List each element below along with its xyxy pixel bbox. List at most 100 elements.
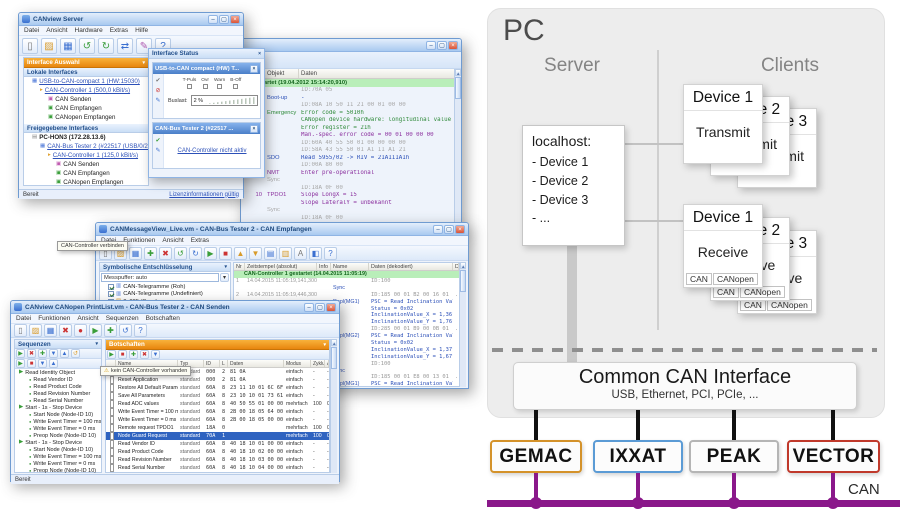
table-row[interactable]: ID:18A 0F 00: [301, 184, 343, 191]
tree-item[interactable]: ▣ CANopen Empfangen: [24, 178, 148, 187]
ok-icon[interactable]: ✔: [155, 138, 161, 144]
toolbar-icon[interactable]: ✖: [27, 349, 36, 358]
table-row[interactable]: CANopen device hardware: longitudinal va…: [301, 117, 461, 123]
scrollbar[interactable]: ▲: [459, 262, 466, 387]
menu-item[interactable]: Datei: [16, 315, 32, 322]
toolbar-icon[interactable]: ▥: [279, 246, 292, 260]
menu-item[interactable]: Botschaften: [145, 315, 180, 322]
panel-header[interactable]: Botschaften▾: [106, 340, 329, 350]
toolbar-icon[interactable]: ▨: [41, 37, 57, 54]
table-row[interactable]: Write Event Timer = 0 ms standard 60A 8 …: [106, 416, 329, 424]
scroll-up-icon[interactable]: ▲: [455, 69, 461, 76]
tree-item[interactable]: ● Start Node (Node-ID 10): [15, 446, 101, 453]
menu-item[interactable]: Funktionen: [123, 237, 156, 244]
toolbar-icon[interactable]: ▲: [49, 359, 58, 368]
checkbox[interactable]: [110, 400, 114, 408]
table-row[interactable]: 10 SDO Read 5955/02 -> RIV = 21A111A1h: [256, 154, 410, 161]
table-header[interactable]: Node-IDObjektDaten: [241, 69, 461, 79]
toolbar-icon[interactable]: ■: [219, 246, 232, 260]
tree-item[interactable]: ▶ Start - 1s - Stop Device: [15, 439, 101, 446]
close-icon[interactable]: ×: [250, 124, 258, 133]
table-row[interactable]: NMT Enter pre-operational: [267, 169, 375, 176]
toolbar-icon[interactable]: ✚: [104, 324, 117, 337]
scroll-thumb[interactable]: [331, 347, 337, 369]
flag-checkbox[interactable]: [233, 84, 239, 89]
table-row[interactable]: Repl(MG1) PSC = Read Inclination Value: [333, 381, 453, 387]
checkbox[interactable]: [108, 291, 114, 298]
menu-item[interactable]: Ansicht: [162, 237, 184, 244]
checkbox[interactable]: [108, 283, 114, 290]
checkbox[interactable]: [110, 392, 114, 400]
tree-item[interactable]: ▸ CAN-Controller 1 (500,0 kBit/s): [24, 86, 148, 95]
message-buffer-select[interactable]: Messpuffer: auto: [101, 273, 219, 282]
tree-item[interactable]: ▶ Read Identity Object: [15, 369, 101, 376]
tree-item[interactable]: ▦ USB-to-CAN-compact 1 (HW:15030): [24, 77, 148, 86]
toolbar-icon[interactable]: A: [294, 246, 307, 260]
license-status-link[interactable]: Lizenzinformationen gültig: [169, 191, 239, 198]
menu-item[interactable]: Hardware: [74, 27, 103, 34]
titlebar[interactable]: CANview CANopen PrintList.vm - CAN-Bus T…: [11, 301, 339, 314]
toolbar-icon[interactable]: ↺: [79, 37, 95, 54]
close-icon[interactable]: ×: [250, 64, 258, 73]
panel-header[interactable]: Interface Auswahl▾: [24, 58, 148, 68]
group-header-local[interactable]: Lokale Interfaces: [24, 68, 148, 77]
toolbar-icon[interactable]: ✖: [59, 324, 72, 337]
checkbox[interactable]: [110, 432, 114, 440]
dropdown-arrow-icon[interactable]: ▾: [220, 273, 229, 282]
maximize-button[interactable]: ▢: [437, 40, 447, 50]
toolbar-icon[interactable]: ◧: [309, 246, 322, 260]
scroll-thumb[interactable]: [460, 270, 466, 292]
tree-item[interactable]: ▸ CAN-Controller 1 (125,0 kBit/s): [24, 151, 148, 160]
scroll-thumb[interactable]: [455, 77, 461, 99]
table-row[interactable]: ID:70A 05: [301, 87, 333, 93]
table-row[interactable]: Restore All Default Parameters standard …: [106, 384, 329, 392]
toolbar-icon[interactable]: ▤: [264, 246, 277, 260]
table-row[interactable]: Repl(MG2) PSC = Read Inclination Value: [333, 333, 453, 340]
minimize-button[interactable]: –: [433, 224, 443, 234]
toolbar-icon[interactable]: ■: [27, 359, 36, 368]
flag-checkbox[interactable]: [186, 84, 192, 89]
ok-icon[interactable]: ✔: [155, 78, 161, 84]
table-row[interactable]: Status = 0x02: [371, 305, 414, 312]
configure-icon[interactable]: ✎: [155, 148, 161, 154]
table-row[interactable]: Read Vendor ID standard 60A 8 40 18 10 0…: [106, 440, 329, 448]
toolbar-icon[interactable]: ⇄: [117, 37, 133, 54]
maximize-button[interactable]: ▢: [444, 224, 454, 234]
toolbar-icon[interactable]: ▯: [22, 37, 38, 54]
scrollbar[interactable]: ▲: [454, 69, 461, 231]
minimize-button[interactable]: –: [426, 40, 436, 50]
menu-item[interactable]: Datei: [101, 237, 116, 244]
checkbox[interactable]: [110, 408, 114, 416]
checkbox[interactable]: [110, 416, 114, 424]
tree-item[interactable]: ▥ CAN-Telegramme (Roh): [100, 283, 230, 291]
minimize-button[interactable]: –: [304, 302, 314, 312]
table-row[interactable]: Save All Parameters standard 60A 8 23 10…: [106, 392, 329, 400]
toolbar-icon[interactable]: ?: [134, 324, 147, 337]
tree-item[interactable]: ● Read Product Code: [15, 383, 101, 390]
toolbar-icon[interactable]: ●: [74, 324, 87, 337]
menu-item[interactable]: Sequenzen: [105, 315, 139, 322]
toolbar-icon[interactable]: ✖: [159, 246, 172, 260]
toolbar-icon[interactable]: ▲: [234, 246, 247, 260]
table-row[interactable]: Reset Application standard 000 2 81 0A e…: [106, 376, 329, 384]
table-row[interactable]: ID:60A 40 55 50 01 00 00 00 00: [301, 139, 406, 146]
checkbox[interactable]: [110, 456, 114, 464]
menu-item[interactable]: Extras: [190, 237, 210, 244]
toolbar-icon[interactable]: ?: [324, 246, 337, 260]
table-row[interactable]: 1 14.04.2015 11:05:19,141,300 ID:100: [236, 278, 391, 284]
toolbar-icon[interactable]: ▼: [38, 359, 47, 368]
table-row[interactable]: Man.-spec. error code = 00 01 00 00 00: [301, 132, 434, 138]
table-row[interactable]: Read Revision Number standard 60A 8 40 1…: [106, 456, 329, 464]
titlebar[interactable]: CANview Server – ▢ ×: [19, 13, 243, 26]
tree-item[interactable]: ▦ CAN-Bus Tester 2 (#22517 (USB/0/2)): [24, 142, 148, 151]
card-header[interactable]: USB-to-CAN compact (HW) T... ×: [153, 63, 260, 74]
toolbar-icon[interactable]: ▦: [60, 37, 76, 54]
tree-item[interactable]: ▣ CAN Senden: [24, 160, 148, 169]
tree-item[interactable]: ▥ CAN-Telegramme (Undefiniert): [100, 291, 230, 299]
table-row[interactable]: Read Serial Number standard 60A 8 40 18 …: [106, 464, 329, 472]
flag-checkbox[interactable]: [202, 84, 208, 89]
tree-item[interactable]: ▣ CANopen Empfangen: [24, 113, 148, 122]
toolbar-icon[interactable]: ▼: [249, 246, 262, 260]
